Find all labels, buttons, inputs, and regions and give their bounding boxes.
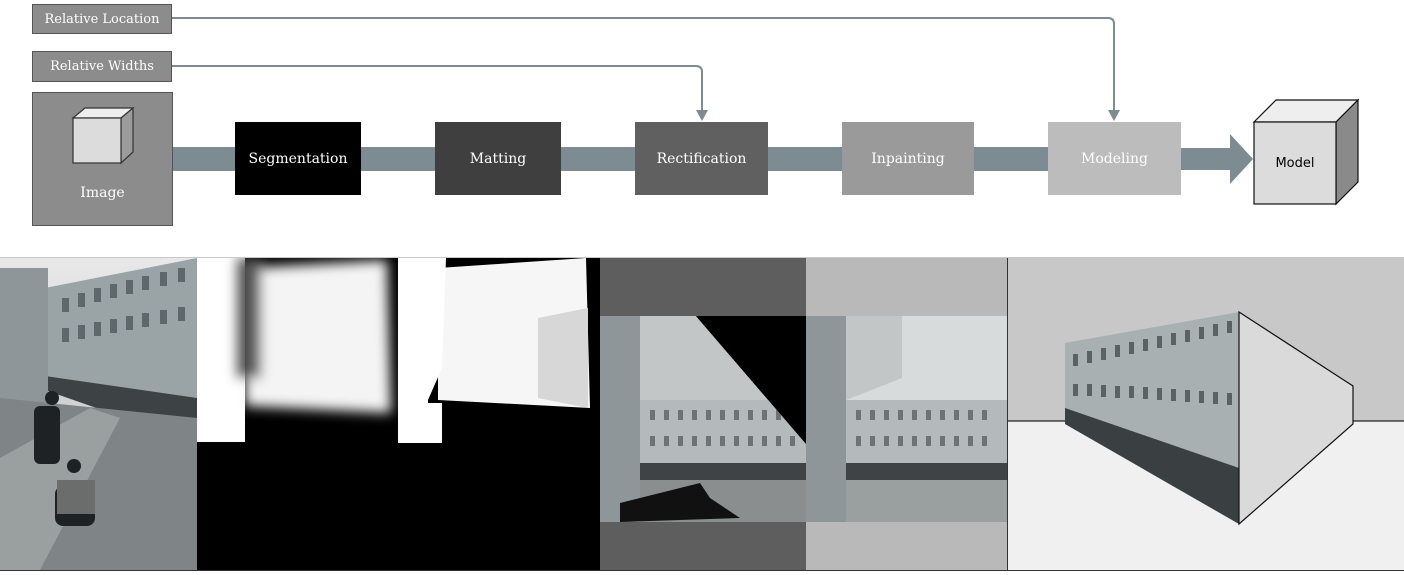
model-render xyxy=(1007,258,1404,570)
connector-segmentation-matting xyxy=(360,147,436,171)
rectification-label: Rectification xyxy=(656,150,747,167)
rectification-box: Rectification xyxy=(635,122,768,195)
model-render-graphic xyxy=(1007,258,1404,570)
bottom-divider xyxy=(0,257,1404,258)
matting-box: Matting xyxy=(435,122,561,195)
matting-mask-graphic xyxy=(398,258,590,443)
arrow-relative-widths-to-rectification xyxy=(172,65,703,112)
bottom-line xyxy=(0,570,1404,571)
inpainted-image xyxy=(806,258,1007,570)
relative-widths-label: Relative Widths xyxy=(50,59,154,74)
arrow-relative-location-to-modeling xyxy=(172,17,1115,112)
matting-mask xyxy=(398,258,600,570)
arrowhead-modeling xyxy=(1108,110,1120,121)
cube-icon xyxy=(71,106,135,165)
segmentation-box: Segmentation xyxy=(235,122,361,195)
modeling-label: Modeling xyxy=(1081,150,1148,167)
segmentation-mask-graphic xyxy=(197,258,391,442)
relative-location-box: Relative Location xyxy=(32,4,172,34)
arrowhead-rectification xyxy=(696,110,708,121)
diagram-arrows xyxy=(172,17,1253,184)
connector-matting-rectification xyxy=(560,147,636,171)
model-side-face xyxy=(1238,310,1354,526)
arrow-to-model xyxy=(1181,134,1253,184)
image-label: Image xyxy=(80,185,125,201)
inpainting-label: Inpainting xyxy=(871,150,945,167)
inpainted-image-graphic xyxy=(806,316,1007,522)
connector-rectification-inpainting xyxy=(767,147,843,171)
street-scene-graphic xyxy=(0,258,197,570)
inpainting-box: Inpainting xyxy=(842,122,974,195)
relative-widths-box: Relative Widths xyxy=(32,51,172,82)
modeling-box: Modeling xyxy=(1048,122,1181,195)
model-cube xyxy=(1252,98,1360,206)
model-label-box: Model xyxy=(1254,122,1336,204)
image-box: Image xyxy=(32,92,173,226)
rectified-image-graphic xyxy=(600,316,806,522)
connector-image-segmentation xyxy=(172,147,236,171)
matting-label: Matting xyxy=(469,150,527,167)
rectified-image xyxy=(600,258,806,570)
relative-location-label: Relative Location xyxy=(44,11,160,27)
segmentation-mask xyxy=(197,258,398,570)
model-label: Model xyxy=(1275,155,1315,171)
input-photo xyxy=(0,258,197,570)
connector-inpainting-modeling xyxy=(973,147,1049,171)
segmentation-label: Segmentation xyxy=(248,150,348,167)
